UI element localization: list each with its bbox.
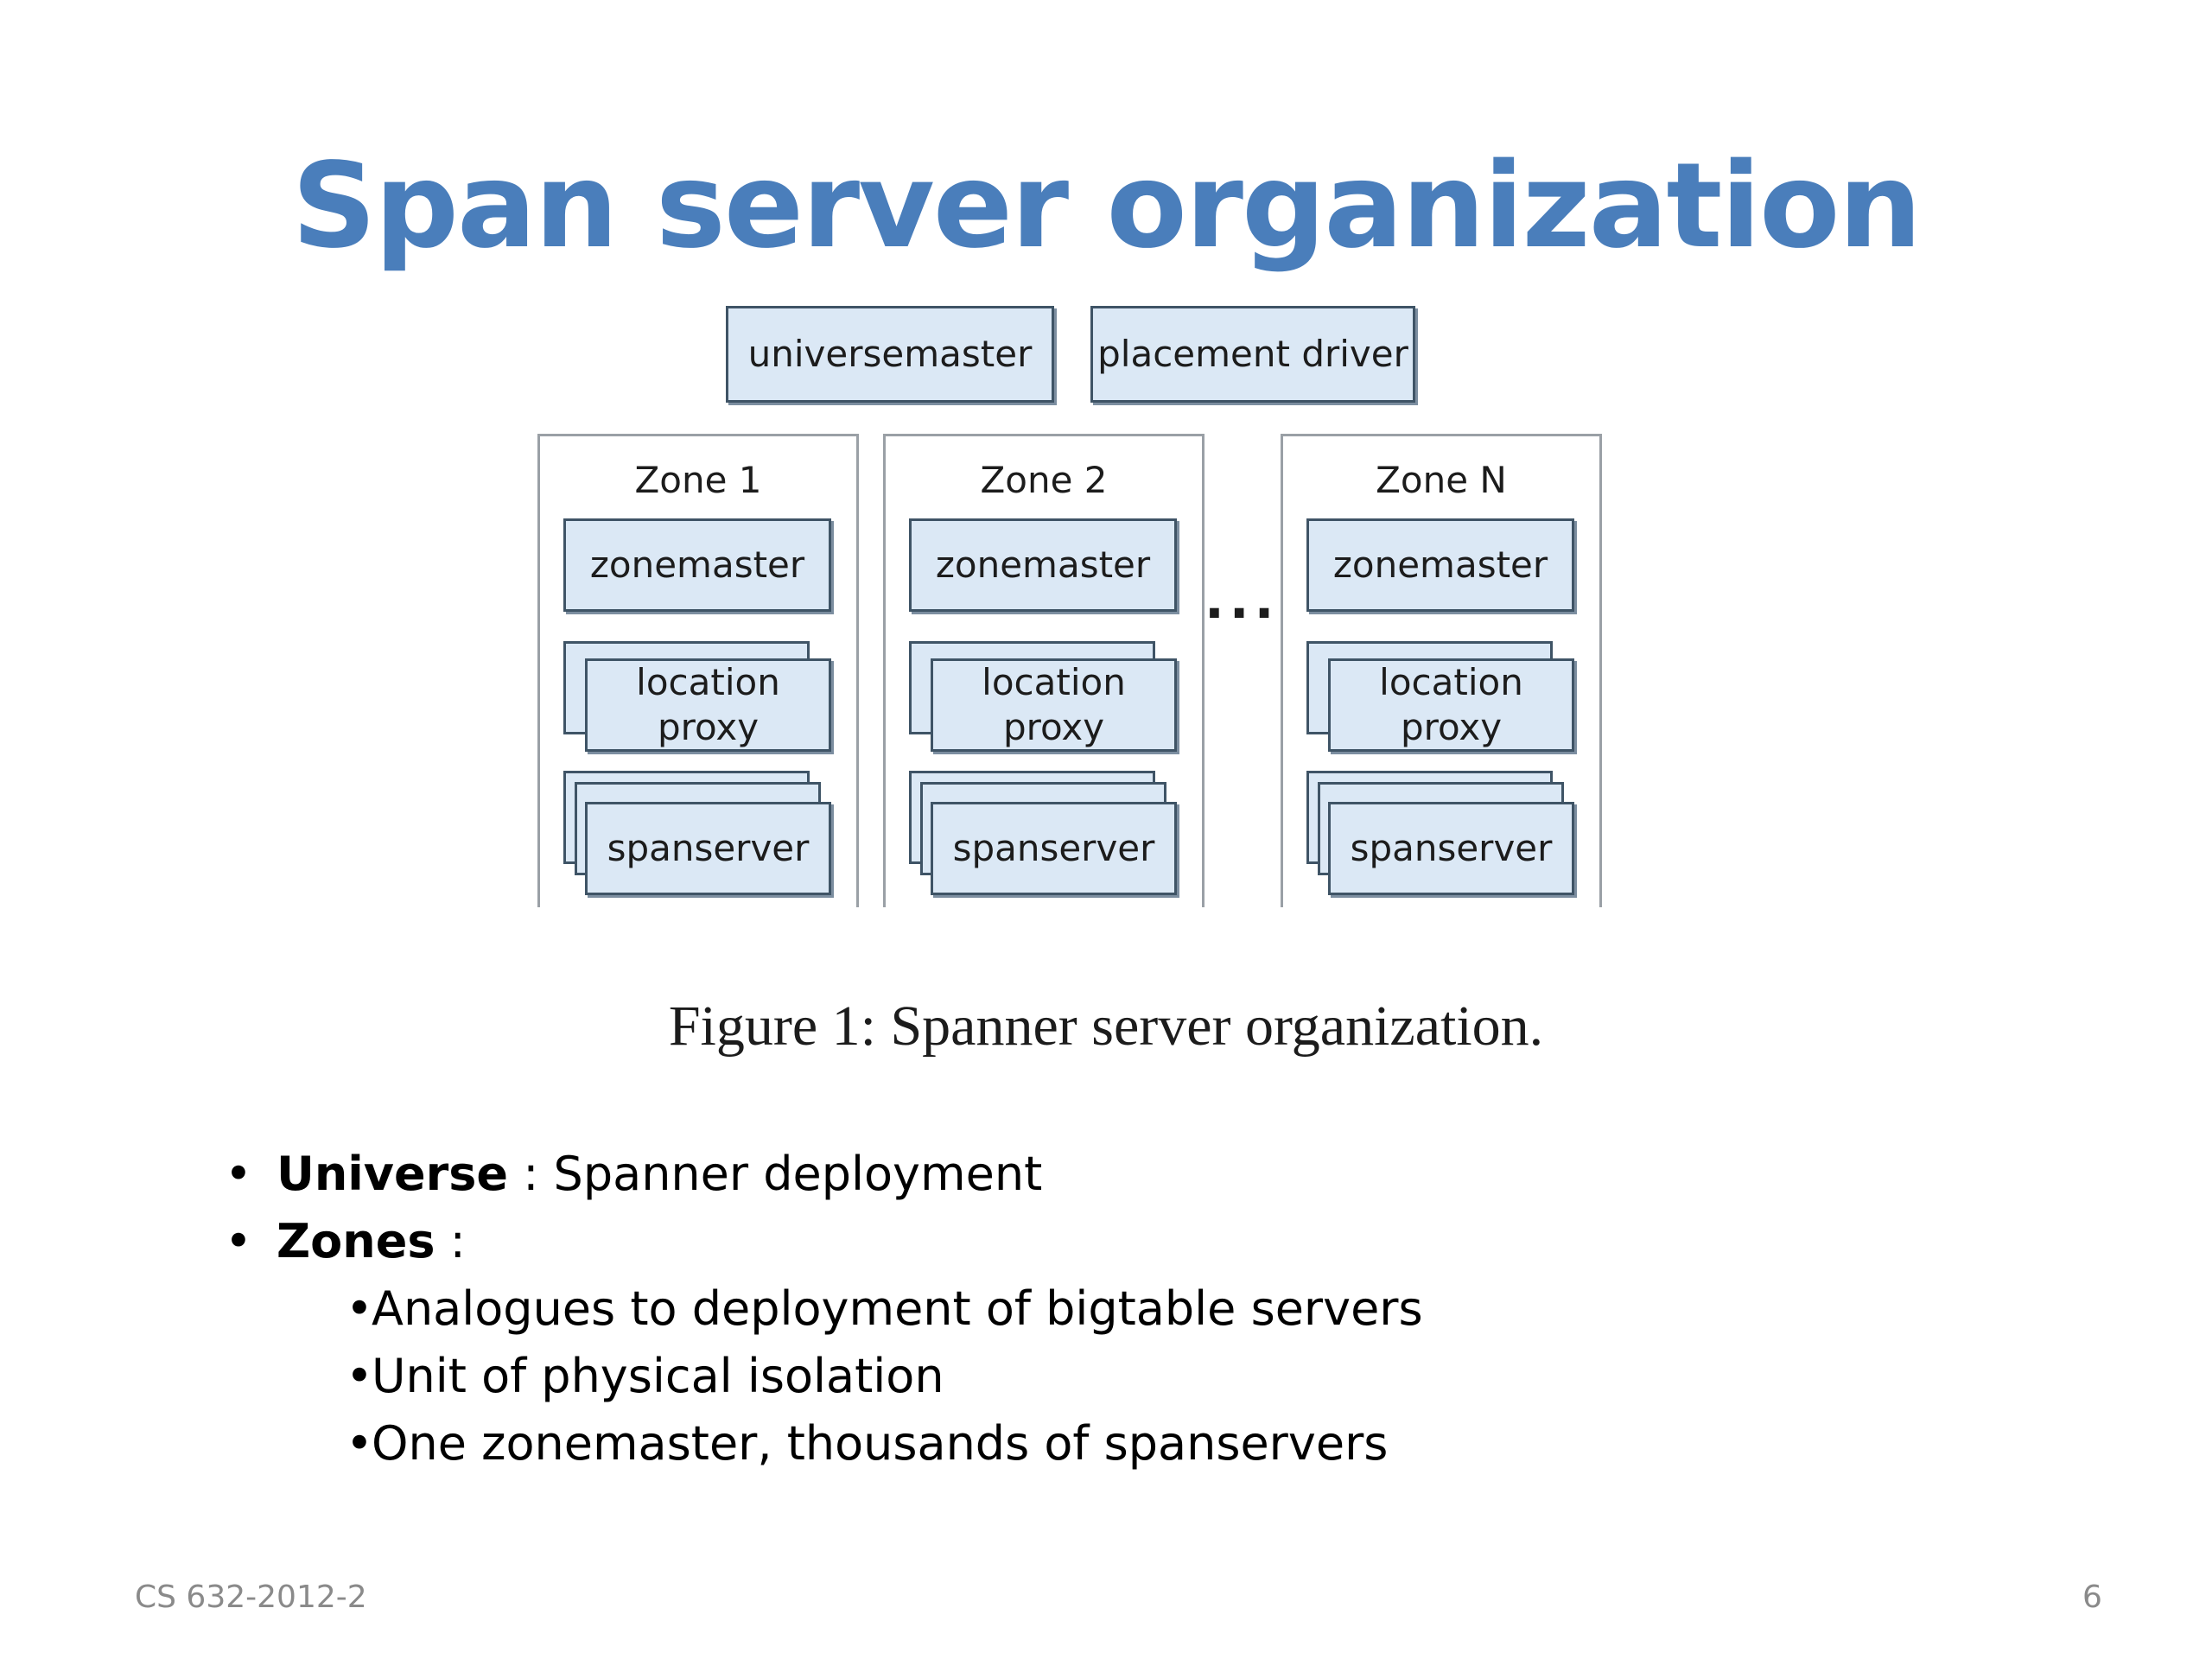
- zone-1-location-proxy: location proxy: [585, 658, 831, 752]
- zone-1-zonemaster: zonemaster: [563, 518, 831, 612]
- sub-bullet: Unit of physical isolation: [225, 1343, 1423, 1410]
- bullet-term: Zones: [276, 1214, 435, 1268]
- slide-title: Span server organization: [291, 138, 1923, 275]
- sub-bullet: One zonemaster, thousands of spanservers: [225, 1410, 1423, 1478]
- zones-ellipsis: ...: [1205, 570, 1280, 631]
- location-proxy-line1: location: [636, 660, 780, 703]
- location-proxy-line2: proxy: [1400, 706, 1503, 748]
- bullet-zones: Zones :: [225, 1208, 1423, 1275]
- zone-1: Zone 1 zonemaster location proxy spanser…: [537, 434, 859, 907]
- zonemaster-label: zonemaster: [589, 543, 805, 586]
- bullet-list: Universe : Spanner deployment Zones : An…: [225, 1141, 1423, 1478]
- footer-course-label: CS 632-2012-2: [135, 1580, 367, 1615]
- bullet-term: Universe: [276, 1147, 509, 1201]
- figure-caption: Figure 1: Spanner server organization.: [668, 995, 1544, 1058]
- location-proxy-line2: proxy: [657, 706, 760, 748]
- placement-driver-box: placement driver: [1090, 306, 1415, 403]
- placement-driver-label: placement driver: [1097, 332, 1408, 375]
- zone-n-location-proxy: location proxy: [1328, 658, 1574, 752]
- zone-2-spanserver: spanserver: [931, 802, 1177, 895]
- zone-2: Zone 2 zonemaster location proxy spanser…: [883, 434, 1205, 907]
- zone-2-location-proxy: location proxy: [931, 658, 1177, 752]
- zone-2-zonemaster: zonemaster: [909, 518, 1177, 612]
- bullet-text: :: [435, 1214, 466, 1268]
- zone-1-spanserver: spanserver: [585, 802, 831, 895]
- spanserver-label: spanserver: [1350, 826, 1553, 869]
- bullet-universe: Universe : Spanner deployment: [225, 1141, 1423, 1208]
- spanserver-label: spanserver: [952, 826, 1155, 869]
- sub-bullet: Analogues to deployment of bigtable serv…: [225, 1275, 1423, 1343]
- zone-1-label: Zone 1: [634, 459, 762, 501]
- zonemaster-label: zonemaster: [1332, 543, 1548, 586]
- zone-2-label: Zone 2: [980, 459, 1108, 501]
- zone-n-zonemaster: zonemaster: [1306, 518, 1574, 612]
- zone-n-label: Zone N: [1376, 459, 1507, 501]
- location-proxy-line1: location: [982, 660, 1126, 703]
- page-number: 6: [2082, 1580, 2102, 1615]
- spanserver-label: spanserver: [607, 826, 810, 869]
- universemaster-box: universemaster: [726, 306, 1054, 403]
- zone-n: Zone N zonemaster location proxy spanser…: [1281, 434, 1602, 907]
- bullet-text: : Spanner deployment: [508, 1147, 1043, 1201]
- universemaster-label: universemaster: [747, 332, 1033, 375]
- location-proxy-line1: location: [1379, 660, 1523, 703]
- location-proxy-line2: proxy: [1002, 706, 1105, 748]
- zone-n-spanserver: spanserver: [1328, 802, 1574, 895]
- zonemaster-label: zonemaster: [935, 543, 1151, 586]
